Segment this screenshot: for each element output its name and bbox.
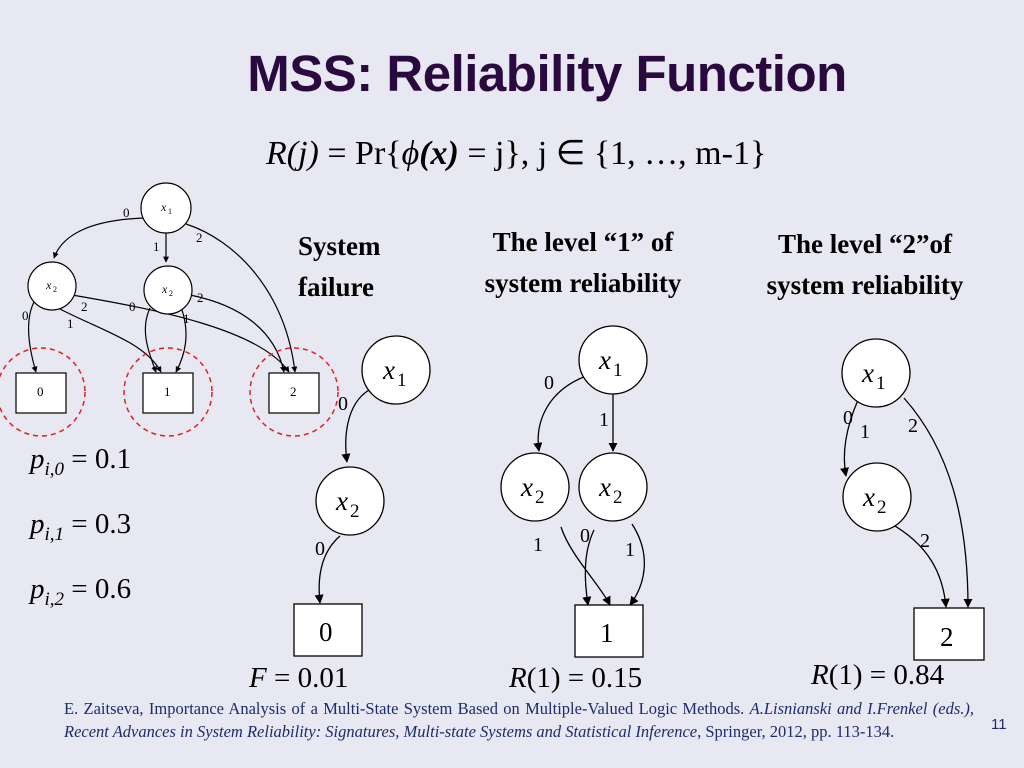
small-node-x2-right — [143, 265, 193, 315]
reliability-formula: R(j) = Pr{ϕ(x) = j}, j ∈ {1, …, m-1} — [266, 135, 767, 172]
svg-text:1: 1 — [183, 311, 190, 326]
svg-text:2: 2 — [908, 415, 918, 437]
svg-text:0: 0 — [319, 617, 333, 647]
svg-text:2: 2 — [940, 622, 954, 652]
result-level-2: R(1) = 0.84 — [811, 659, 945, 691]
level2-terminal-2 — [913, 607, 985, 661]
svg-text:2: 2 — [53, 285, 57, 294]
svg-text:x: x — [160, 200, 167, 214]
svg-text:1: 1 — [600, 618, 614, 648]
highlight-circle-2 — [249, 347, 339, 437]
small-terminal-1 — [142, 372, 194, 414]
failure-node-x1 — [361, 335, 431, 405]
svg-text:2: 2 — [920, 530, 930, 552]
level1-node-x2-right — [578, 452, 648, 522]
result-level-1: R(1) = 0.15 — [509, 662, 643, 694]
svg-text:0: 0 — [580, 525, 590, 547]
citation: E. Zaitseva, Importance Analysis of a Mu… — [64, 699, 974, 741]
highlight-circle-1 — [123, 347, 213, 437]
svg-text:x: x — [861, 358, 874, 388]
svg-text:1: 1 — [599, 409, 609, 431]
slide-title: MSS: Reliability Function — [247, 45, 847, 102]
svg-text:1: 1 — [533, 534, 543, 556]
failure-node-x2 — [315, 466, 385, 536]
svg-text:2: 2 — [613, 487, 623, 508]
svg-text:2: 2 — [535, 487, 545, 508]
failure-terminal-0 — [293, 603, 363, 657]
svg-text:x: x — [862, 482, 875, 512]
svg-text:x: x — [382, 355, 395, 385]
small-node-x1 — [140, 182, 192, 234]
svg-text:1: 1 — [164, 384, 171, 399]
svg-text:1: 1 — [397, 370, 407, 391]
svg-text:x: x — [335, 486, 348, 516]
highlight-circle-0 — [0, 347, 86, 437]
prob-state-2: pi,2 = 0.6 — [30, 573, 132, 610]
svg-text:1: 1 — [168, 207, 172, 216]
svg-text:0: 0 — [37, 384, 44, 399]
svg-text:0: 0 — [129, 299, 136, 314]
svg-text:2: 2 — [350, 501, 360, 522]
small-terminal-2 — [268, 372, 320, 414]
svg-text:2: 2 — [196, 230, 203, 245]
svg-text:1: 1 — [613, 360, 623, 381]
svg-text:2: 2 — [877, 497, 887, 518]
level2-edges — [840, 397, 973, 608]
svg-text:2: 2 — [197, 290, 204, 305]
level2-node-x2 — [842, 462, 912, 532]
svg-text:1: 1 — [876, 373, 886, 394]
prob-state-1: pi,1 = 0.3 — [30, 508, 132, 545]
svg-text:0: 0 — [315, 538, 325, 560]
prob-state-0: pi,0 = 0.1 — [30, 443, 132, 480]
level1-edges — [533, 375, 645, 606]
result-failure: F = 0.01 — [249, 662, 349, 694]
svg-text:1: 1 — [860, 421, 870, 443]
svg-text:0: 0 — [843, 407, 853, 429]
svg-text:x: x — [45, 278, 52, 292]
svg-text:x: x — [161, 282, 168, 296]
svg-text:x: x — [598, 345, 611, 375]
small-node-x2-left — [27, 261, 77, 311]
svg-text:0: 0 — [123, 205, 130, 220]
level1-node-x1 — [578, 325, 648, 395]
full-mdd — [27, 217, 298, 373]
slide-number: 11 — [991, 716, 1007, 733]
svg-text:2: 2 — [169, 289, 173, 298]
level2-node-x1 — [841, 338, 911, 408]
svg-text:1: 1 — [67, 316, 74, 331]
svg-text:1: 1 — [153, 239, 160, 254]
level1-terminal-1 — [574, 604, 644, 658]
svg-text:x: x — [598, 472, 611, 502]
svg-text:1: 1 — [625, 539, 635, 561]
failure-edges — [314, 389, 370, 604]
svg-text:2: 2 — [290, 384, 297, 399]
svg-text:0: 0 — [544, 372, 554, 394]
svg-text:2: 2 — [81, 299, 88, 314]
svg-text:x: x — [520, 472, 533, 502]
small-terminal-0 — [15, 372, 67, 414]
svg-text:0: 0 — [22, 308, 29, 323]
svg-text:0: 0 — [338, 393, 348, 415]
level1-node-x2-left — [500, 452, 570, 522]
